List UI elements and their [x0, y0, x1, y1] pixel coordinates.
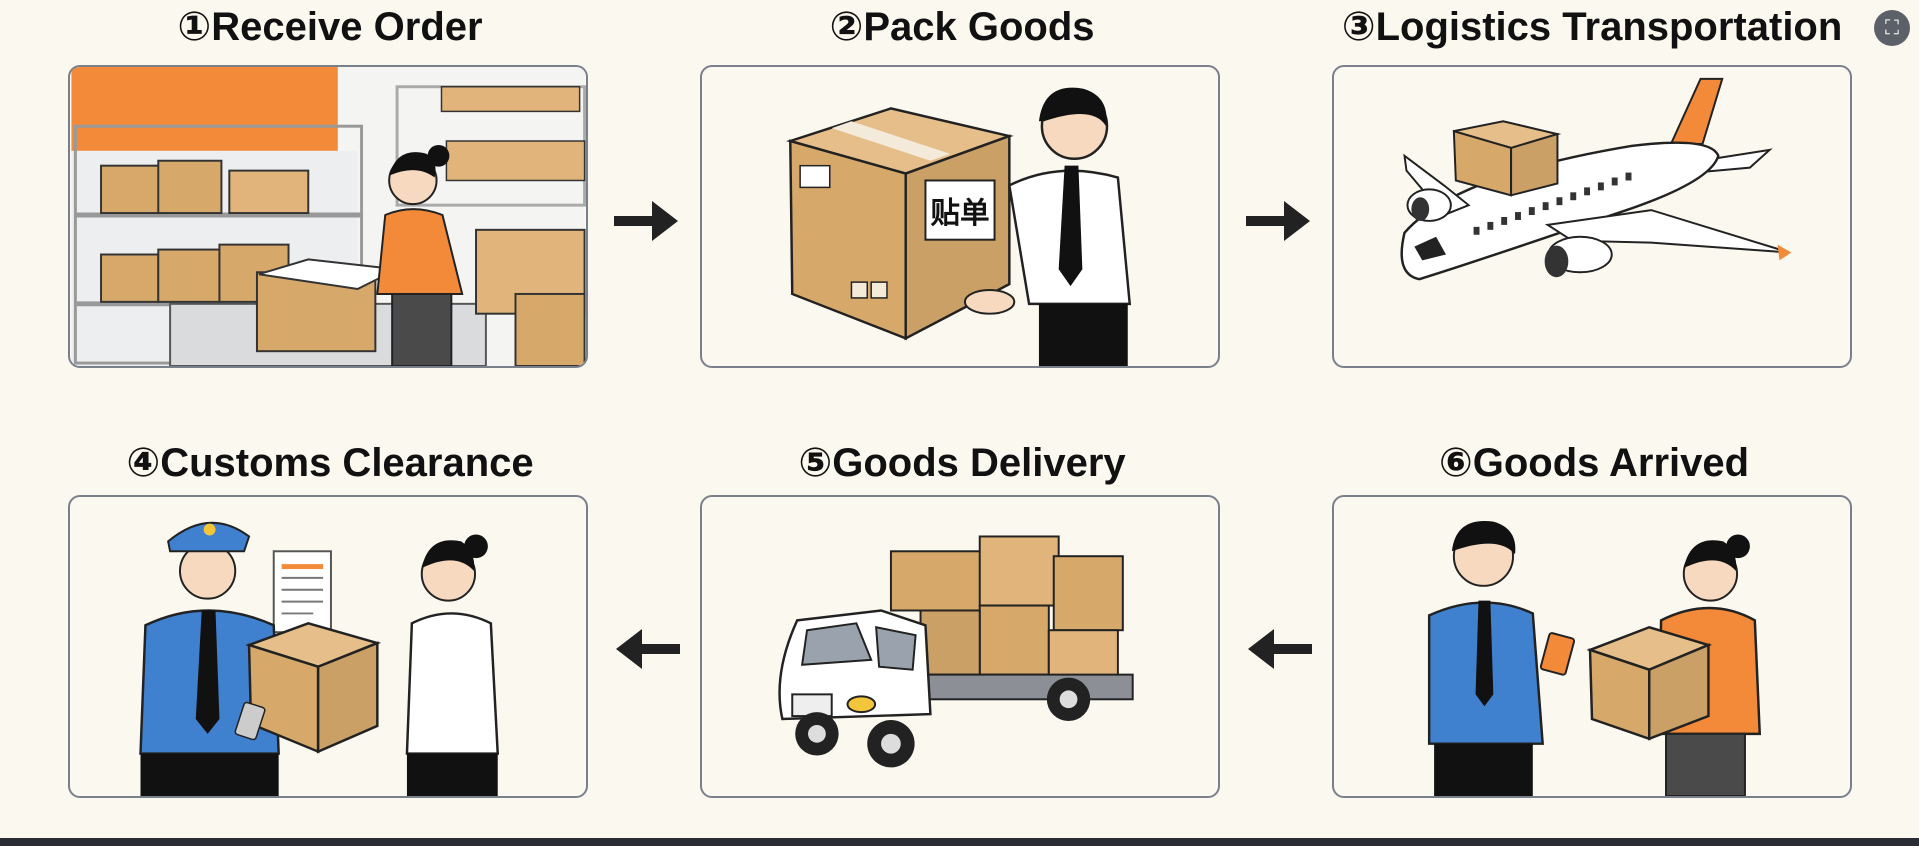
- step-6-number: ⑥: [1438, 441, 1473, 485]
- step-2-number: ②: [829, 5, 864, 49]
- step-5-title: ⑤Goods Delivery: [702, 438, 1222, 488]
- step-3-title: ③Logistics Transportation: [1312, 2, 1872, 52]
- arrow-icon: [1246, 201, 1310, 241]
- step-2-title: ②Pack Goods: [702, 2, 1222, 52]
- expand-icon[interactable]: ⛶: [1874, 10, 1910, 46]
- step-5-number: ⑤: [798, 441, 833, 485]
- arrow-icon: [1248, 629, 1312, 669]
- arrow-icon: [616, 629, 680, 669]
- customs-clearance-illustration: [68, 495, 588, 798]
- step-4-label: Customs Clearance: [160, 441, 534, 485]
- handover-scene: [1427, 521, 1762, 796]
- step-3-number: ③: [1341, 5, 1376, 49]
- arrow-icon: [614, 201, 678, 241]
- truck-scene: [778, 535, 1134, 768]
- pack-goods-illustration: 贴单: [700, 65, 1220, 368]
- step-3-label: Logistics Transportation: [1375, 5, 1843, 49]
- logistics-transportation-illustration: [1332, 65, 1852, 368]
- goods-arrived-illustration: [1332, 495, 1852, 798]
- step-4-number: ④: [126, 441, 161, 485]
- step-1-number: ①: [177, 5, 212, 49]
- box-label: 贴单: [930, 196, 989, 230]
- warehouse-scene: [71, 67, 586, 366]
- customs-scene: [139, 521, 500, 796]
- packing-scene: 贴单: [786, 87, 1132, 366]
- step-1-title: ①Receive Order: [70, 2, 590, 52]
- step-4-title: ④Customs Clearance: [70, 438, 590, 488]
- receive-order-illustration: [68, 65, 588, 368]
- step-1-label: Receive Order: [211, 5, 483, 49]
- step-6-title: ⑥Goods Arrived: [1334, 438, 1854, 488]
- goods-delivery-illustration: [700, 495, 1220, 798]
- step-5-label: Goods Delivery: [832, 441, 1126, 485]
- step-6-label: Goods Arrived: [1472, 441, 1750, 485]
- airplane-scene: [1400, 77, 1792, 281]
- step-2-label: Pack Goods: [863, 5, 1095, 49]
- bottom-bar: [0, 838, 1919, 846]
